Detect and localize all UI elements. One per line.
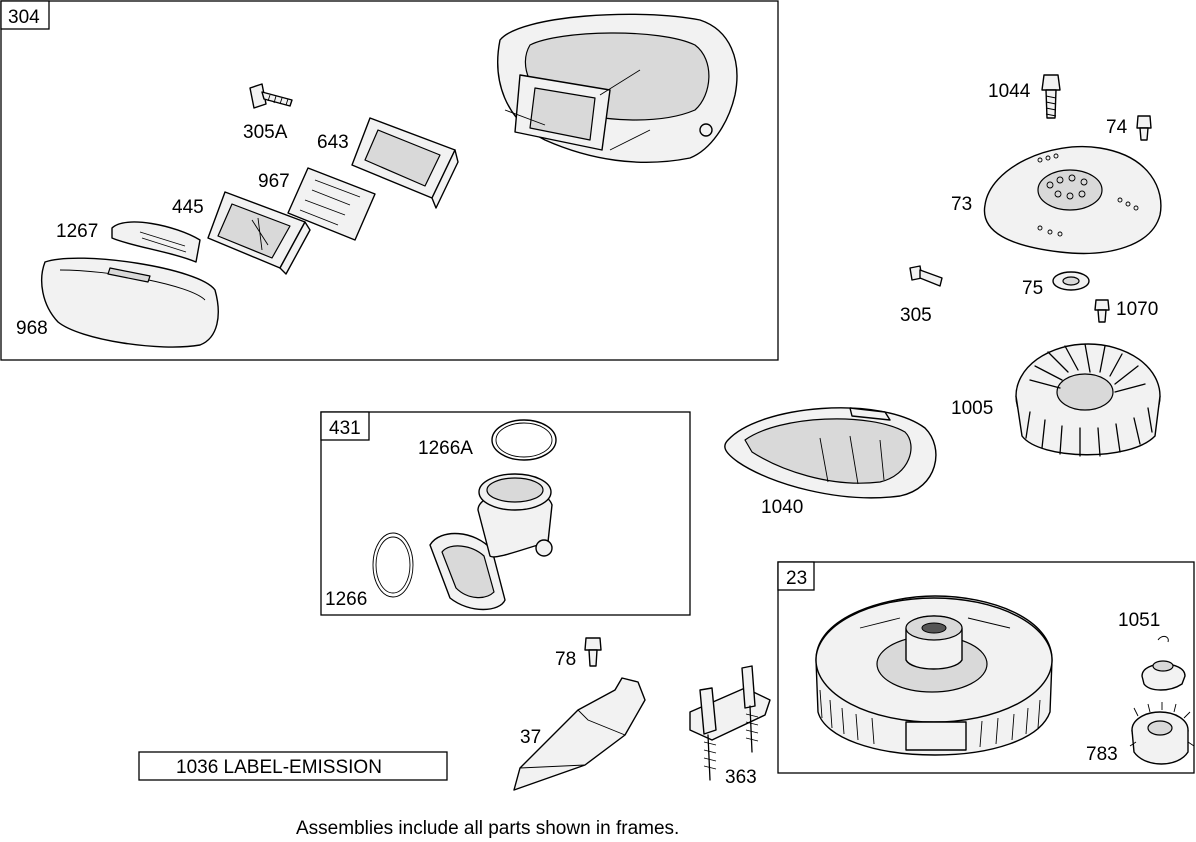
frame-431-tag — [320, 411, 370, 441]
part-75-label: 75 — [1022, 278, 1043, 299]
bracket-643-drawing — [351, 117, 459, 209]
bolt-305-drawing — [909, 265, 943, 287]
part-1040-label: 1040 — [761, 497, 803, 518]
cup-1051-drawing — [1141, 660, 1186, 691]
bolt-305a-drawing — [249, 83, 293, 109]
seal-1266-drawing — [372, 532, 414, 598]
bolt-1044-drawing — [1041, 74, 1061, 119]
screen-73-drawing — [983, 146, 1162, 255]
washer-75-drawing — [1052, 271, 1090, 291]
frame-23 — [777, 561, 1195, 774]
cover-968-drawing — [41, 257, 219, 348]
clip-1267-drawing — [111, 221, 201, 263]
frame-431 — [320, 411, 691, 616]
part-74-label: 74 — [1106, 117, 1128, 138]
footer-note: Assemblies include all parts shown in fr… — [296, 818, 679, 839]
frame-304 — [0, 0, 779, 361]
frame-431-number: 431 — [329, 418, 361, 439]
bolt-1070-drawing — [1094, 299, 1110, 323]
part-1266-label: 1266 — [325, 589, 367, 610]
bracket-363-drawing — [689, 665, 771, 781]
part-1044-label: 1044 — [988, 81, 1031, 102]
part-643-label: 643 — [317, 132, 349, 153]
fan-1005-drawing — [1015, 343, 1161, 457]
clip-1051-drawing — [1157, 635, 1169, 643]
part-37-label: 37 — [520, 727, 541, 748]
part-1070-label: 1070 — [1116, 299, 1158, 320]
air-filter-445-drawing — [207, 191, 311, 275]
part-1266a-label: 1266A — [418, 438, 473, 459]
part-967-label: 967 — [258, 171, 290, 192]
label-967-drawing — [287, 167, 376, 241]
part-73-label: 73 — [951, 194, 972, 215]
flywheel-drawing — [815, 595, 1053, 756]
intake-elbow-drawing — [429, 473, 553, 611]
emission-label-box — [138, 751, 448, 781]
frame-23-tag — [777, 561, 815, 591]
part-1267-label: 1267 — [56, 221, 98, 242]
baffle-1040-drawing — [724, 407, 937, 499]
frame-304-tag — [0, 0, 50, 30]
part-78-label: 78 — [555, 649, 576, 670]
part-363-label: 363 — [725, 767, 757, 788]
part-1051-label: 1051 — [1118, 610, 1160, 631]
blower-housing-drawing — [497, 13, 738, 163]
frame-23-number: 23 — [786, 568, 807, 589]
part-305-label: 305 — [900, 305, 932, 326]
part-968-label: 968 — [16, 318, 48, 339]
shield-37-drawing — [513, 677, 646, 791]
gear-783-drawing — [1129, 702, 1195, 765]
part-445-label: 445 — [172, 197, 204, 218]
part-1005-label: 1005 — [951, 398, 993, 419]
bolt-74-drawing — [1136, 115, 1152, 141]
frame-304-number: 304 — [8, 7, 40, 28]
seal-1266a-drawing — [491, 419, 557, 461]
bolt-78-drawing — [584, 637, 602, 667]
part-305a-label: 305A — [243, 122, 288, 143]
emission-label-text: 1036 LABEL-EMISSION — [176, 757, 382, 778]
part-783-label: 783 — [1086, 744, 1118, 765]
